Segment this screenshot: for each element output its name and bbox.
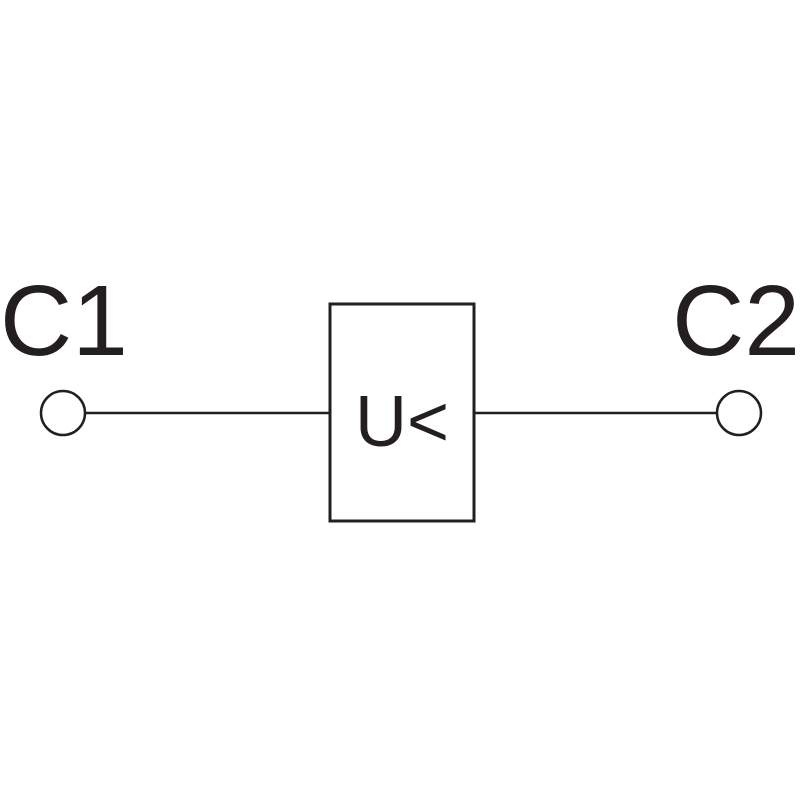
terminal-c1 — [39, 389, 87, 437]
undervoltage-relay-label: U< — [355, 382, 449, 462]
terminal-c2 — [715, 389, 763, 437]
terminal-c1-label: C1 — [0, 265, 128, 377]
terminal-c2-label: C2 — [672, 265, 800, 377]
undervoltage-relay-box — [328, 302, 476, 523]
